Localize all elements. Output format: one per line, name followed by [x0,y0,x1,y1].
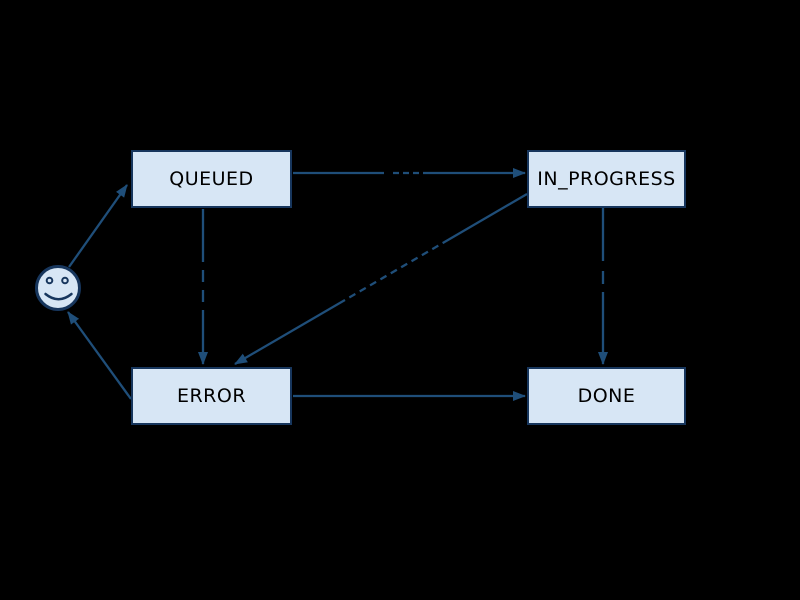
smiley-left-eye [45,276,54,285]
node-label: ERROR [176,385,247,407]
edge-start-to-queued [68,184,128,268]
edge-label-artifacts [199,169,607,311]
smiley-face-icon [35,265,81,311]
state-node-done: DONE [527,367,686,425]
state-node-queued: QUEUED [131,150,292,208]
smiley-mouth [44,292,73,301]
node-label: QUEUED [169,168,254,190]
node-label: IN_PROGRESS [537,168,676,190]
edge-error-to-start [67,311,132,400]
state-node-error: ERROR [131,367,292,425]
smiley-right-eye [61,276,69,285]
state-node-in-progress: IN_PROGRESS [527,150,686,208]
node-label: DONE [577,385,636,407]
edge-in-progress-to-error [234,193,528,365]
